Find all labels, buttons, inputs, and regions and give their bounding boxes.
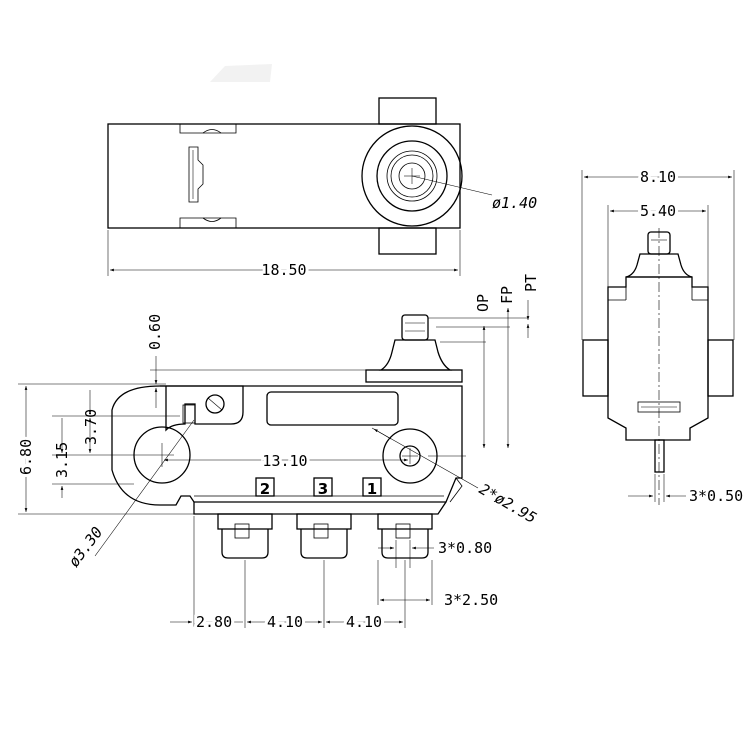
mount-hole-dia-label: 2*ø2.95: [476, 480, 540, 527]
top-clip-lower: [179, 217, 237, 228]
height-upper-label: 3.70: [82, 409, 100, 445]
front-plunger-boot: [378, 339, 453, 371]
side-body: [607, 276, 709, 441]
top-actuator-ring-outer: [361, 125, 463, 227]
top-length-label: 18.50: [261, 261, 306, 279]
terminal-width-label: 3*2.50: [444, 591, 498, 609]
terminal-label-3: 3: [318, 480, 328, 498]
top-hole-dia-label: ø1.40: [492, 194, 537, 212]
front-plunger-base: [365, 369, 463, 383]
plunger-offset-label: 0.60: [146, 314, 164, 350]
side-view: 8.10 5.40 3*0.50: [581, 165, 743, 505]
terminal-label-2: 2: [260, 480, 270, 498]
side-inner-width-label: 5.40: [640, 202, 676, 220]
pivot-dia-label: ø3.30: [65, 524, 107, 571]
fp-label: FP: [498, 286, 516, 304]
side-pin: [654, 439, 665, 473]
terminal-label-1: 1: [367, 480, 377, 498]
terminal-3: [296, 513, 352, 559]
front-terminal-base: [193, 501, 447, 515]
front-body: [160, 385, 244, 432]
top-plunger-tab-upper: [378, 97, 437, 125]
front-plunger-cap: [401, 314, 429, 341]
pin-pitch-a-label: 4.10: [267, 613, 303, 631]
side-total-width-label: 8.10: [640, 168, 676, 186]
top-clip-upper: [179, 124, 237, 134]
pt-label: PT: [522, 274, 540, 292]
front-view: OP FP PT: [14, 274, 540, 634]
terminal-1: [377, 513, 433, 559]
pin-pitch-b-label: 4.10: [346, 613, 382, 631]
height-lower-label: 3.15: [53, 442, 71, 478]
smudge-mark: [210, 64, 272, 82]
front-small-hole: [205, 394, 225, 414]
top-body: [107, 123, 461, 229]
terminal-2: [217, 513, 273, 559]
side-tab-right: [707, 339, 734, 397]
terminal-hole-label: 3*0.80: [438, 539, 492, 557]
op-label: OP: [474, 294, 492, 312]
top-view: ø1.40 18.50: [107, 97, 537, 282]
front-lever-block: [182, 404, 196, 424]
height-total-label: 6.80: [17, 439, 35, 475]
front-window: [266, 391, 399, 426]
pin-offset-label: 2.80: [196, 613, 232, 631]
top-hole-leader: [411, 175, 493, 196]
side-tab-left: [582, 339, 609, 397]
top-plunger-tab-lower: [378, 227, 437, 255]
hole-span-label: 13.10: [262, 452, 307, 470]
top-bracket: [188, 146, 204, 203]
side-pin-thickness-label: 3*0.50: [689, 487, 743, 505]
